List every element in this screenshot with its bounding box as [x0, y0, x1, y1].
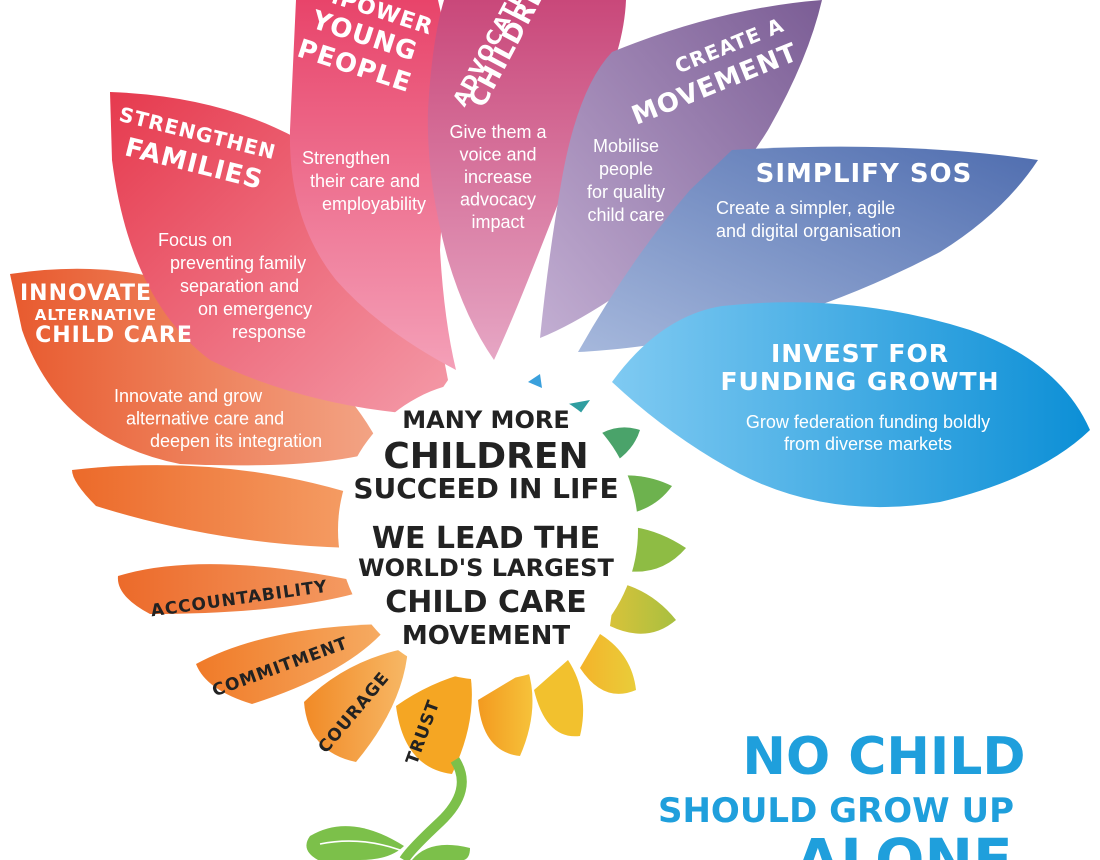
petal-movement — [540, 0, 822, 338]
petal-description: impact — [471, 212, 524, 232]
petal-commitment — [196, 624, 390, 704]
petal-description: Strengthen — [302, 148, 390, 168]
petal-yellow-1 — [580, 634, 636, 694]
petal-description: Focus on — [158, 230, 232, 250]
petal-description: child care — [587, 205, 664, 225]
center-vision: MANY MORE — [402, 406, 569, 434]
center-mission: WORLD'S LARGEST — [358, 554, 614, 582]
petal-description: Innovate and grow — [114, 386, 263, 406]
center-mission: CHILD CARE — [385, 585, 587, 620]
petal-description: increase — [464, 167, 532, 187]
petal-yellow-3 — [478, 670, 533, 756]
petal-heading: CHILD CARE — [35, 323, 193, 348]
petal-description: on emergency — [198, 299, 312, 319]
petal-trust — [396, 672, 472, 774]
petal-description: deepen its integration — [150, 431, 322, 451]
petal-description: alternative care and — [126, 409, 284, 429]
petal-description: Mobilise — [593, 136, 659, 156]
petal-orange-large — [72, 465, 372, 548]
center-vision: SUCCEED IN LIFE — [353, 472, 618, 505]
petal-lime-1 — [610, 582, 676, 634]
center-mission: MOVEMENT — [402, 621, 571, 651]
petal-description: preventing family — [170, 253, 306, 273]
petal-families — [110, 92, 448, 414]
petal-description: for quality — [587, 182, 665, 202]
petal-description: employability — [322, 194, 426, 214]
petal-courage — [304, 648, 408, 762]
petal-heading: SIMPLIFY SOS — [756, 159, 973, 189]
petal-description: Grow federation funding boldly — [746, 412, 990, 432]
leaf-left-vein — [319, 840, 401, 851]
stem — [399, 757, 467, 860]
accent-blue — [528, 374, 542, 388]
petal-heading: FUNDING GROWTH — [720, 367, 999, 396]
center-vision: CHILDREN — [383, 436, 588, 477]
petal-description: voice and — [459, 145, 536, 165]
petal-description: their care and — [310, 171, 420, 191]
petal-heading: INVEST FOR — [771, 339, 949, 368]
petal-heading: ALTERNATIVE — [35, 306, 157, 324]
petal-description: Give them a — [449, 122, 547, 142]
petal-description: and digital organisation — [716, 221, 901, 241]
petal-description: people — [599, 159, 653, 179]
leaf-right — [412, 844, 470, 860]
petal-heading: INNOVATE — [20, 281, 152, 306]
petal-empower — [289, 0, 456, 370]
tagline-line: ALONE — [795, 826, 1012, 860]
petal-accountability — [117, 564, 380, 614]
center-mission: WE LEAD THE — [372, 521, 600, 556]
petal-innovate — [10, 268, 382, 466]
petal-description: response — [232, 322, 306, 342]
petal-yellow-2 — [534, 660, 584, 737]
petal-invest — [612, 302, 1090, 508]
tagline-line: SHOULD GROW UP — [658, 791, 1014, 831]
petal-description: Create a simpler, agile — [716, 198, 895, 218]
tagline-line: NO CHILD — [742, 727, 1025, 787]
leaf-left — [306, 826, 404, 860]
accent-teal — [568, 400, 590, 414]
petal-description: advocacy — [460, 190, 536, 210]
petal-description: separation and — [180, 276, 299, 296]
center-circle — [338, 380, 638, 680]
petal-description: from diverse markets — [784, 434, 952, 454]
petal-simplify — [578, 146, 1038, 352]
petal-advocate — [427, 0, 626, 360]
